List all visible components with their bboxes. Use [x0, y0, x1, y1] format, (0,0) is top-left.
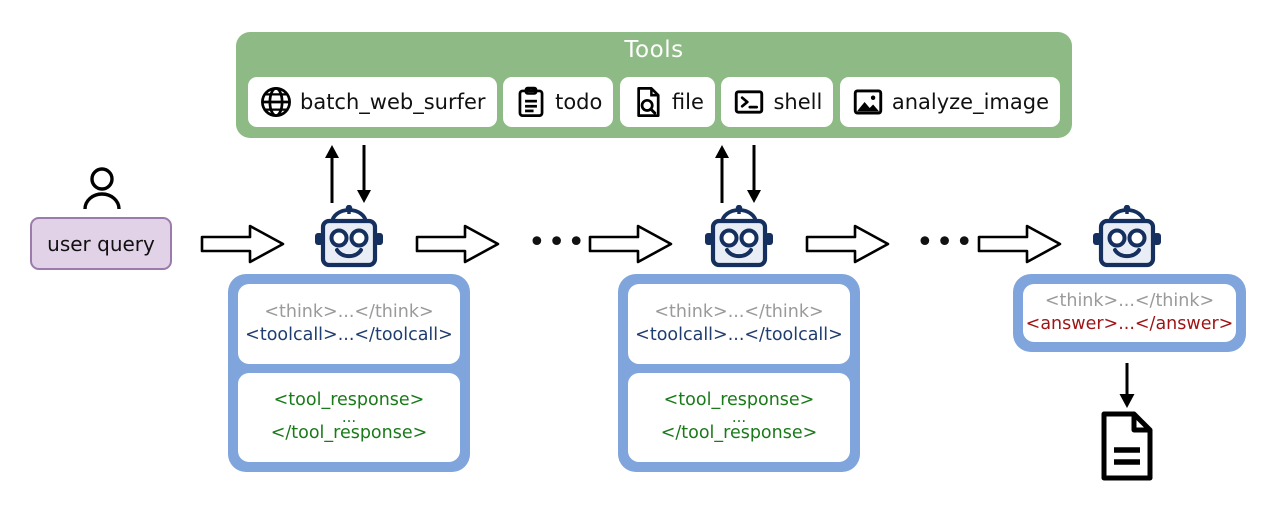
block-arrow-user-to-agent1 — [200, 224, 285, 264]
think-line: <think>...</think> — [264, 301, 434, 322]
agent-step-2-panel: <think>...</think> <toolcall>...</toolca… — [618, 274, 860, 472]
toolcall-line: <toolcall>...</toolcall> — [635, 324, 843, 345]
ellipsis-1: ••• — [528, 225, 588, 260]
robot-icon — [705, 205, 773, 268]
tool-label: shell — [773, 89, 823, 114]
tool-chip-todo[interactable]: todo — [503, 77, 614, 127]
tool-response-close-tag: </tool_response> — [660, 423, 818, 444]
globe-icon — [261, 87, 291, 117]
tool-call-arrows-1 — [325, 145, 371, 203]
tool-response-card: <tool_response> ... </tool_response> — [628, 372, 850, 462]
document-search-icon — [637, 87, 660, 117]
tool-chip-analyze-image[interactable]: analyze_image — [839, 77, 1060, 127]
answer-line: <answer>...</answer> — [1025, 314, 1234, 334]
tool-response-close-tag: </tool_response> — [270, 423, 428, 444]
block-arrow-agent1-to-ellipsis — [415, 224, 500, 264]
tools-list: batch_web_surfer todo file — [248, 76, 1060, 128]
block-arrow-ellipsis-to-agent2 — [588, 224, 673, 264]
tool-label: analyze_image — [891, 89, 1049, 114]
arrow-down-icon — [1119, 363, 1135, 408]
tool-response-open-tag: <tool_response> — [273, 390, 425, 411]
arrow-up-icon — [715, 145, 729, 203]
agent-message-card: <think>...</think> <toolcall>...</toolca… — [628, 284, 850, 364]
image-icon — [853, 89, 883, 115]
tool-label: file — [671, 89, 704, 114]
tool-response-open-tag: <tool_response> — [663, 390, 815, 411]
block-arrow-agent2-to-ellipsis — [805, 224, 890, 264]
robot-icon — [1093, 205, 1161, 268]
arrow-up-icon — [325, 145, 339, 203]
tool-response-card: <tool_response> ... </tool_response> — [238, 372, 460, 462]
ellipsis-2: ••• — [916, 225, 976, 260]
tool-chip-shell[interactable]: shell — [721, 77, 834, 127]
arrow-down-icon — [747, 145, 761, 203]
tool-label: todo — [555, 89, 603, 114]
terminal-icon — [735, 90, 764, 114]
tool-response-ellipsis: ... — [731, 408, 747, 427]
think-line: <think>...</think> — [654, 301, 824, 322]
agent-step-1-panel: <think>...</think> <toolcall>...</toolca… — [228, 274, 470, 472]
clipboard-icon — [518, 86, 544, 117]
toolcall-line: <toolcall>...</toolcall> — [245, 324, 453, 345]
tool-chip-file[interactable]: file — [619, 77, 715, 127]
tool-call-arrows-2 — [715, 145, 761, 203]
agent-step-final-panel: <think>...</think> <answer>...</answer> — [1013, 274, 1246, 352]
tools-panel-title: Tools — [624, 37, 684, 63]
agent-answer-card: <think>...</think> <answer>...</answer> — [1023, 284, 1236, 342]
think-line: <think>...</think> — [1044, 290, 1215, 311]
tool-label: batch_web_surfer — [300, 89, 486, 114]
agent-message-card: <think>...</think> <toolcall>...</toolca… — [238, 284, 460, 364]
tool-chip-batch-web-surfer[interactable]: batch_web_surfer — [248, 77, 497, 127]
robot-icon — [315, 205, 383, 268]
block-arrow-ellipsis-to-agent3 — [977, 224, 1062, 264]
user-query-box: user query — [30, 217, 172, 270]
tool-response-ellipsis: ... — [341, 408, 357, 427]
tools-panel: Tools batch_web_surfer todo — [236, 32, 1072, 138]
user-query-label: user query — [47, 231, 155, 256]
person-icon — [83, 167, 121, 210]
document-icon — [1101, 411, 1153, 481]
arrow-down-icon — [357, 145, 371, 203]
